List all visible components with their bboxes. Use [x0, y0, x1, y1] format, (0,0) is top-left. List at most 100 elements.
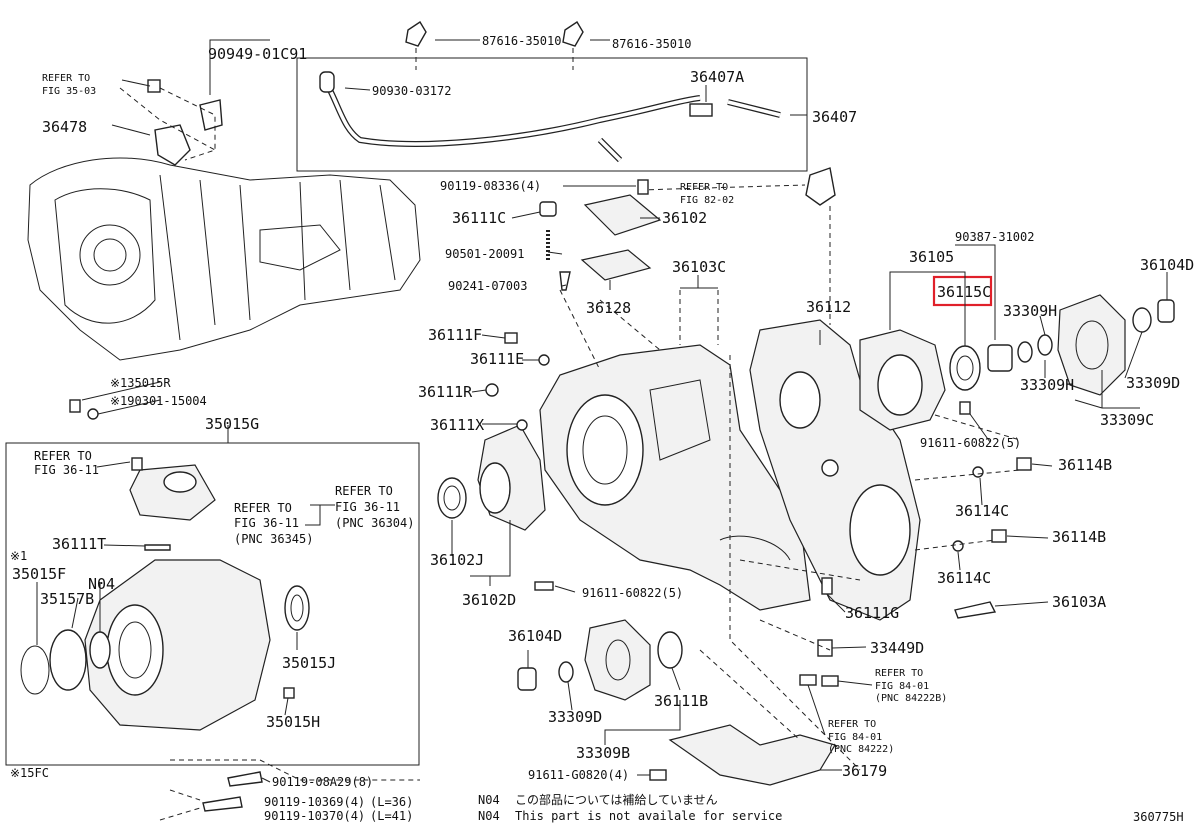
- label-36111R: 36111R: [418, 383, 473, 401]
- washer-36111X: [516, 419, 528, 431]
- washer-90301: [87, 408, 99, 420]
- dashed-guides: [159, 206, 1021, 821]
- label-36114C-a: 36114C: [955, 502, 1009, 520]
- label-36103C: 36103C: [672, 258, 726, 276]
- pin-90241: [559, 271, 571, 291]
- label-90119-08336: 90119-08336(4): [440, 179, 541, 193]
- label-36102J: 36102J: [430, 551, 484, 569]
- label-refer-36-11-c1: REFER TO: [335, 484, 393, 498]
- footer-note-english: This part is not availale for service: [515, 809, 782, 823]
- label-pnc-36304: (PNC 36304): [335, 516, 414, 530]
- bracket-82-02: [805, 167, 836, 206]
- label-35015G: 35015G: [205, 415, 259, 433]
- cover-35157B: [49, 629, 87, 691]
- label-refer-84-01-b1: REFER TO: [828, 719, 876, 730]
- label-90119-08A29: 90119-08A29(8): [272, 775, 373, 789]
- label-33309H-b: 33309H: [1020, 376, 1074, 394]
- label-note-1: ※1: [10, 549, 27, 563]
- label-refer-36-11-a1: REFER TO: [34, 449, 92, 463]
- label-35015J: 35015J: [282, 654, 336, 672]
- seal-36111B: [657, 631, 683, 669]
- label-36111T: 36111T: [52, 535, 106, 553]
- washer-33309D-left: [558, 661, 574, 683]
- transmission-outline: [27, 157, 421, 361]
- seal-N04: [89, 631, 111, 669]
- front-flange: [584, 619, 651, 701]
- skid-plate-36179: [668, 724, 836, 786]
- label-refer-82-02-b: FIG 82-02: [680, 195, 734, 206]
- breather-plug-90930: [319, 71, 335, 93]
- plug-35015H: [283, 687, 295, 699]
- fitting-84222B: [821, 675, 839, 687]
- union-36407A: [689, 103, 713, 117]
- fitting-84222: [799, 674, 817, 686]
- label-33309D-right: 33309D: [1126, 374, 1180, 392]
- label-pnc-84222: (PNC 84222): [828, 744, 894, 755]
- footer-n04-a: N04: [478, 793, 500, 807]
- flange-33309C: [1057, 294, 1126, 396]
- label-91611-G0820: 91611-G0820(4): [528, 768, 629, 782]
- spacer-33309H: [987, 344, 1013, 372]
- highlight-box-36115C: [932, 275, 993, 307]
- label-36407: 36407: [812, 108, 857, 126]
- plug-36111C: [539, 201, 557, 217]
- label-90949: 90949-01C91: [208, 45, 307, 63]
- label-refer-36-11-c2: FIG 36-11: [335, 500, 400, 514]
- snap-ring-35015F: [20, 645, 50, 695]
- label-36128: 36128: [586, 299, 631, 317]
- label-note-15FC: ※15FC: [10, 766, 49, 780]
- label-90501: 90501-20091: [445, 247, 524, 261]
- label-90119-10369: 90119-10369(4): [264, 795, 365, 809]
- plug-36111F: [504, 332, 518, 344]
- label-36112: 36112: [806, 298, 851, 316]
- pin-36111G: [821, 577, 833, 595]
- bolt-90119-08336: [637, 179, 649, 195]
- clip-87616-left: [405, 21, 427, 47]
- label-35015R: ※135015R: [110, 376, 171, 390]
- label-refer-36-11-a2: FIG 36-11: [34, 463, 99, 477]
- bearing-36115C: [949, 345, 981, 391]
- label-36104D-left: 36104D: [508, 627, 562, 645]
- washer-36111E: [538, 354, 550, 366]
- label-36114B-a: 36114B: [1058, 456, 1112, 474]
- label-L36: (L=36): [370, 795, 413, 809]
- label-33309C: 33309C: [1100, 411, 1154, 429]
- label-87616-b: 87616-35010: [612, 37, 691, 51]
- label-pnc-84222B: (PNC 84222B): [875, 693, 947, 704]
- label-refer-82-02-a: REFER TO: [680, 182, 728, 193]
- bolt-90119-10369: [202, 796, 243, 812]
- label-36111F: 36111F: [428, 326, 482, 344]
- bolt-91611-lower: [534, 581, 554, 591]
- part-labels: 90949-01C91 REFER TO FIG 35-03 36478 876…: [10, 34, 1194, 824]
- pin-36111T: [144, 544, 171, 551]
- label-36111C: 36111C: [452, 209, 506, 227]
- label-87616-a: 87616-35010: [482, 34, 561, 48]
- gasket-36114C-b: [952, 540, 964, 552]
- label-refer-35-03-b: FIG 35-03: [42, 86, 96, 97]
- label-36111E: 36111E: [470, 350, 524, 368]
- label-33449D: 33449D: [870, 639, 924, 657]
- label-33309H-a: 33309H: [1003, 302, 1057, 320]
- oil-seal-36102J: [437, 477, 467, 519]
- adapter-kit-box: [5, 442, 420, 766]
- label-36179: 36179: [842, 762, 887, 780]
- bolt-90119-08A29: [227, 771, 263, 787]
- label-36103A: 36103A: [1052, 593, 1106, 611]
- label-35015F: 35015F: [12, 565, 66, 583]
- label-refer-84-01-a1: REFER TO: [875, 668, 923, 679]
- gasket-36128: [580, 249, 652, 281]
- bolt-36103A: [954, 601, 997, 619]
- label-36478: 36478: [42, 118, 87, 136]
- label-refer-84-01-a2: FIG 84-01: [875, 681, 929, 692]
- footer-n04-b: N04: [478, 809, 500, 823]
- label-L41: (L=41): [370, 809, 413, 823]
- label-36111B: 36111B: [654, 692, 708, 710]
- cover-plate-36102: [583, 194, 662, 236]
- bolt-adapter-top: [131, 457, 143, 471]
- leader-lines: [36, 39, 1168, 783]
- gasket-36114C-a: [972, 466, 984, 478]
- label-36407A: 36407A: [690, 68, 744, 86]
- label-33309B: 33309B: [576, 744, 630, 762]
- seal-35015J: [284, 585, 310, 631]
- case-bore: [566, 394, 644, 506]
